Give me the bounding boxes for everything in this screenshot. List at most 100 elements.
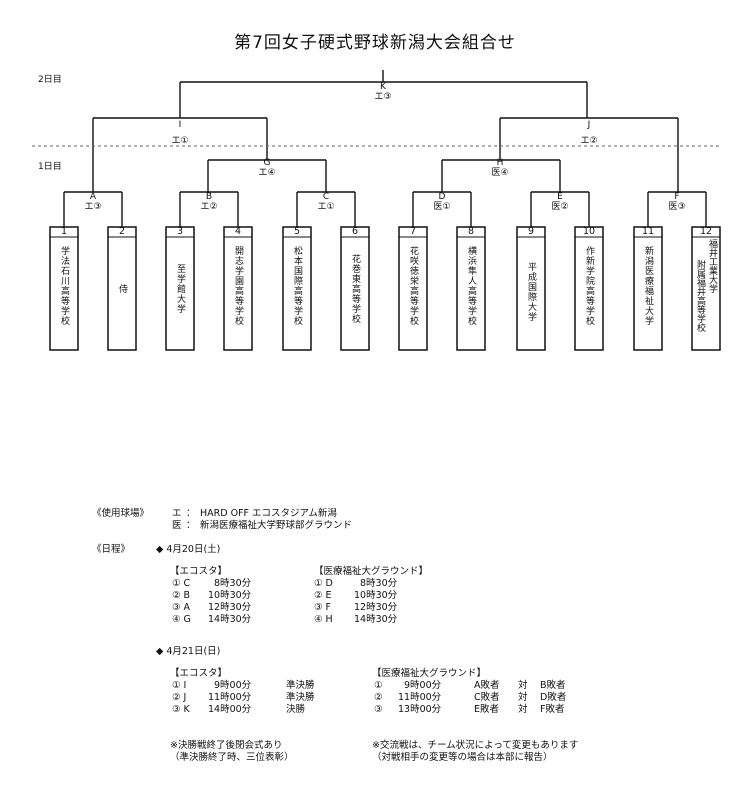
game-g: G エ④ <box>237 158 297 178</box>
day2-iryo-team-a-3: E敗者 <box>474 704 500 715</box>
day1-iryo-time-2: 10時30分 <box>354 590 398 601</box>
game-k-venue: エ③ <box>374 92 392 102</box>
team-4-number: 4 <box>234 226 242 237</box>
team-12-number: 12 <box>699 226 713 237</box>
day1-iryo-game-3: ③ F <box>314 602 332 613</box>
day2-ecosta-time-2: 11時00分 <box>208 692 252 703</box>
game-h: H 医④ <box>470 158 530 178</box>
game-b: B エ② <box>179 192 239 212</box>
game-a-name: A <box>89 192 97 202</box>
game-h-name: H <box>496 158 504 168</box>
team-8-name: 横浜隼人高等学校 <box>466 246 476 326</box>
day1-label: 1日目 <box>38 162 62 172</box>
team-12-name-line2: 附属福井高等学校 <box>695 260 705 332</box>
team-box-12 <box>691 226 721 351</box>
day2-ecosta-game-3: ③ K <box>172 704 190 715</box>
day2-ecosta-round-2: 準決勝 <box>286 692 315 703</box>
day1-iryo-game-2: ② E <box>314 590 332 601</box>
day2-ecosta-round-1: 準決勝 <box>286 680 315 691</box>
team-1-number: 1 <box>60 226 68 237</box>
game-b-name: B <box>205 192 213 202</box>
game-i: I エ① <box>150 120 210 146</box>
team-5-number: 5 <box>293 226 301 237</box>
venue-i-name: 新潟医療福祉大学野球部グラウンド <box>200 520 353 531</box>
game-c-venue: エ① <box>317 202 335 212</box>
game-j-venue: エ② <box>580 136 598 146</box>
game-a-venue: エ③ <box>84 202 102 212</box>
day2-ecosta-time-3: 14時00分 <box>208 704 252 715</box>
day2-ecosta-game-2: ② J <box>172 692 187 703</box>
day2-iryo-vs-2: 対 <box>518 692 528 703</box>
day2-ecosta-heading: 【エコスタ】 <box>170 668 228 679</box>
team-3-number: 3 <box>176 226 184 237</box>
venue-e-key: エ <box>172 508 182 519</box>
team-1-name: 学法石川高等学校 <box>59 246 69 326</box>
day2-iryo-vs-1: 対 <box>518 680 528 691</box>
game-f-name: F <box>674 192 680 202</box>
team-6-number: 6 <box>351 226 359 237</box>
team-7-name: 花咲徳栄高等学校 <box>408 246 418 326</box>
venue-e-colon: ： <box>186 508 196 519</box>
note-exchange-games: ※交流戦は、チーム状況によって変更もあります <box>372 740 579 751</box>
day2-ecosta-game-1: ① I <box>172 680 187 691</box>
game-a: A エ③ <box>63 192 123 212</box>
game-f-venue: 医③ <box>668 202 686 212</box>
venue-i-colon: ： <box>186 520 196 531</box>
team-box-3 <box>165 226 195 351</box>
game-k: K エ③ <box>353 82 413 102</box>
team-box-8 <box>456 226 486 351</box>
game-d-name: D <box>438 192 446 202</box>
team-9-name: 平成国際大学 <box>526 262 536 322</box>
game-c: C エ① <box>296 192 356 212</box>
note-closing-ceremony: ※決勝戦終了後閉会式あり <box>170 740 283 751</box>
team-2-number: 2 <box>118 226 126 237</box>
day2-iryo-time-3: 13時00分 <box>398 704 442 715</box>
day1-ecosta-time-3: 12時30分 <box>208 602 252 613</box>
game-g-name: G <box>263 158 271 168</box>
day1-iryo-time-1: 8時30分 <box>360 578 398 589</box>
day2-iryo-game-1: ① <box>374 680 383 691</box>
game-h-venue: 医④ <box>491 168 509 178</box>
game-e: E 医② <box>530 192 590 212</box>
day2-label: 2日目 <box>38 75 62 85</box>
day2-ecosta-round-3: 決勝 <box>286 704 306 715</box>
day2-iryo-team-a-1: A敗者 <box>474 680 500 691</box>
day2-date: ◆ 4月21日(日) <box>156 646 221 657</box>
game-i-venue: エ① <box>171 136 189 146</box>
day1-iryo-game-4: ④ H <box>314 614 333 625</box>
day1-ecosta-time-4: 14時30分 <box>208 614 252 625</box>
team-box-1 <box>49 226 79 351</box>
venues-heading: 《使用球場》 <box>92 508 150 519</box>
day1-iryo-heading: 【医療福祉大グラウンド】 <box>314 566 429 577</box>
venue-i-key: 医 <box>172 520 182 531</box>
game-g-venue: エ④ <box>258 168 276 178</box>
team-8-number: 8 <box>467 226 475 237</box>
game-e-venue: 医② <box>551 202 569 212</box>
day1-date: ◆ 4月20日(土) <box>156 544 221 555</box>
day1-ecosta-game-2: ② B <box>172 590 191 601</box>
team-2-name: 侍 <box>117 284 127 294</box>
team-box-10 <box>574 226 604 351</box>
day2-iryo-heading: 【医療福祉大グラウンド】 <box>372 668 487 679</box>
team-10-number: 10 <box>582 226 596 237</box>
game-c-name: C <box>322 192 330 202</box>
venue-e-name: HARD OFF エコスタジアム新潟 <box>200 508 337 519</box>
team-5-name: 松本国際高等学校 <box>292 246 302 326</box>
team-box-7 <box>398 226 428 351</box>
team-box-4 <box>223 226 253 351</box>
game-j: J エ② <box>559 120 619 146</box>
team-12-name-line1: 福井工業大学 <box>707 239 717 293</box>
day1-ecosta-game-1: ① C <box>172 578 191 589</box>
team-4-name: 開志学園高等学校 <box>233 246 243 326</box>
team-box-11 <box>633 226 663 351</box>
schedule-heading: 《日程》 <box>92 544 131 555</box>
game-e-name: E <box>557 192 563 202</box>
team-11-number: 11 <box>641 226 655 237</box>
tournament-bracket <box>32 70 721 351</box>
team-11-name: 新潟医療福祉大学 <box>643 246 653 326</box>
game-d: D 医① <box>412 192 472 212</box>
day1-ecosta-game-4: ④ G <box>172 614 191 625</box>
team-box-5 <box>282 226 312 351</box>
game-b-venue: エ② <box>200 202 218 212</box>
team-10-name: 作新学院高等学校 <box>584 246 594 326</box>
